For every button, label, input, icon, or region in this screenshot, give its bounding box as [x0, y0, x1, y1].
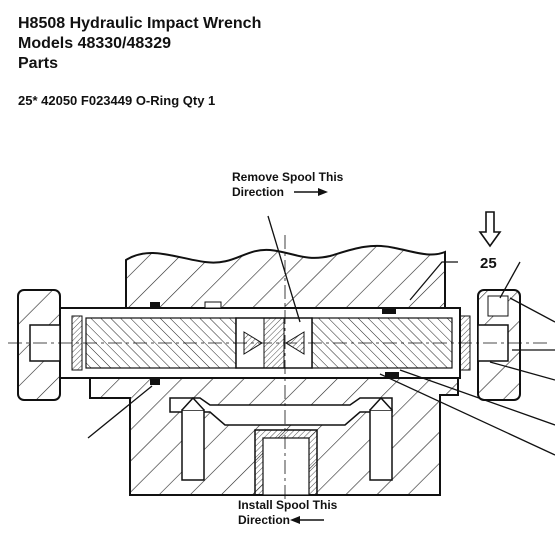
right-end-cap — [477, 289, 521, 401]
center-lines — [8, 235, 548, 500]
models-subtitle: Models 48330/48329 — [18, 35, 171, 52]
down-arrow-icon — [478, 211, 502, 248]
left-end-cap — [17, 289, 61, 401]
remove-direction-label: Direction — [232, 185, 284, 199]
page-title: H8508 Hydraulic Impact Wrench — [18, 15, 262, 32]
bolt-holes — [181, 396, 393, 496]
leader-lines — [87, 215, 555, 456]
left-arrow-icon — [290, 516, 324, 524]
upper-housing — [125, 244, 446, 309]
remove-spool-label: Remove Spool This — [232, 170, 344, 184]
part-description: 25* 42050 F023449 O-Ring Qty 1 — [18, 93, 216, 108]
o-ring-seal — [150, 302, 160, 309]
o-ring-seal — [150, 378, 160, 385]
install-spool-label: Install Spool This — [238, 498, 338, 512]
right-arrow-icon — [294, 188, 328, 196]
install-direction-label: Direction — [238, 513, 290, 527]
spool — [235, 317, 313, 369]
callout-number: 25 — [480, 255, 497, 272]
parts-heading: Parts — [18, 55, 59, 72]
